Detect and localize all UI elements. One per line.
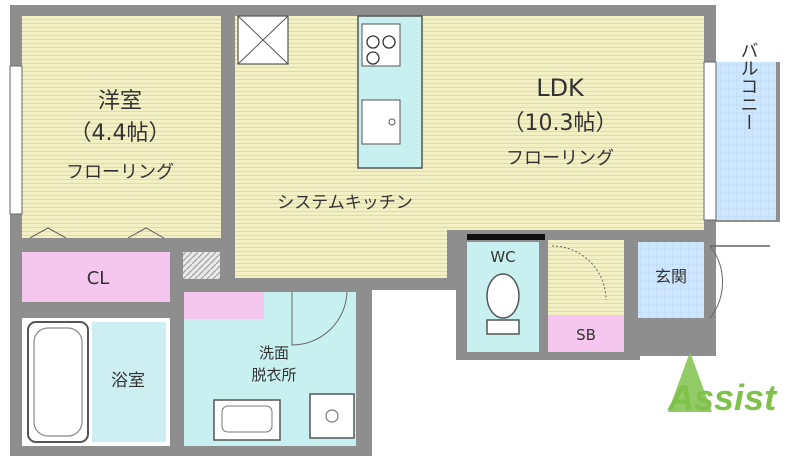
window-right (703, 61, 717, 221)
closet-label: CL (87, 268, 110, 289)
bath-label: 浴室 (111, 371, 145, 391)
balcony-label: バルコニー (738, 41, 759, 131)
washing-machine-pan (309, 393, 355, 439)
ldk-size: （10.3帖） (503, 111, 618, 136)
western-room-floor-label: フローリング (66, 162, 174, 183)
wc-label: WC (490, 248, 515, 266)
balcony (716, 62, 776, 220)
window-left (9, 65, 23, 215)
bath-floor (92, 322, 166, 442)
washbasin-bowl (221, 405, 273, 433)
washroom-label-1: 洗面 (259, 344, 289, 362)
closet-doors (29, 227, 165, 239)
ldk-name: LDK (536, 74, 585, 102)
entrance-floor (638, 242, 704, 318)
western-room-size: （4.4帖） (70, 121, 171, 146)
washroom-shelf (184, 292, 264, 319)
ldk-floor-label: フローリング (506, 148, 614, 169)
entrance-door-swing (709, 245, 723, 319)
drain (325, 409, 339, 423)
washroom-door-swing (291, 291, 348, 346)
faucet-icon (388, 118, 396, 126)
ldk-floor-lower (235, 230, 447, 278)
burner-icon (366, 35, 380, 49)
pipe-space (183, 252, 220, 279)
kitchen-sink (361, 99, 401, 145)
washroom-label-2: 脱衣所 (251, 366, 296, 384)
burner-icon (366, 51, 380, 65)
wc-door (467, 234, 545, 240)
western-room-name: 洋室 (98, 89, 142, 114)
hall-floor (548, 240, 624, 316)
logo-text: Assist (667, 377, 778, 418)
western-room-floor (22, 16, 221, 238)
entrance-label: 玄関 (655, 267, 687, 286)
ldk-floor (235, 16, 704, 230)
bathtub-inner (33, 327, 83, 437)
toilet-tank (486, 319, 520, 335)
kitchen-label: システムキッチン (277, 193, 413, 213)
assist-logo: Assist (667, 352, 778, 418)
closet-area (22, 252, 170, 302)
burner-icon (382, 35, 396, 49)
shoe-box (548, 316, 624, 352)
toilet-bowl (486, 273, 520, 319)
shoe-box-label: SB (576, 326, 596, 344)
